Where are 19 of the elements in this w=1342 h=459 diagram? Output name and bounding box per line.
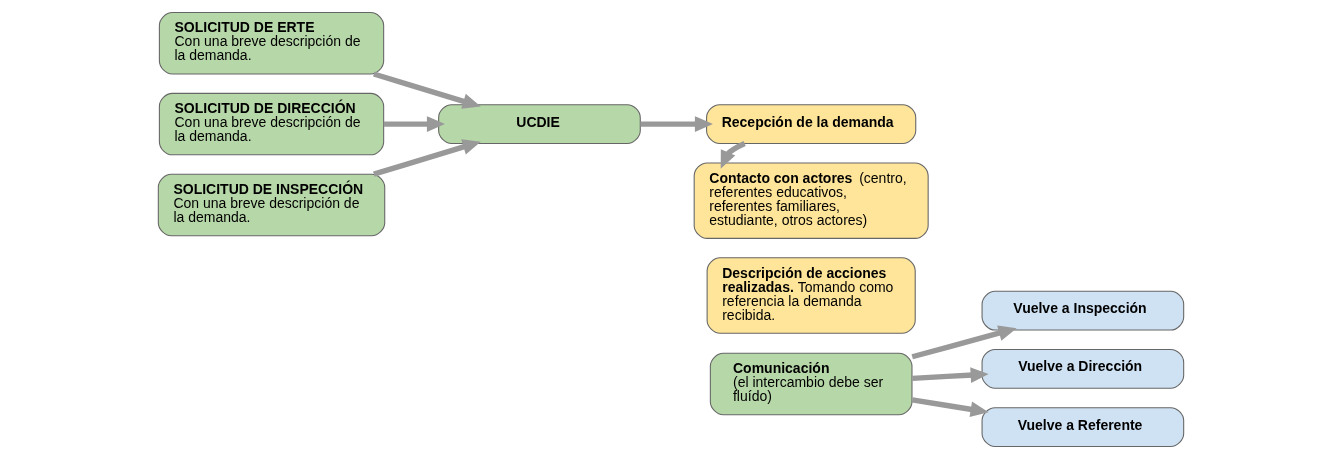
arrow <box>640 116 713 132</box>
arrow <box>383 116 445 132</box>
node-box: SOLICITUD DE DIRECCIÓN Con una breve descripción de la demanda. <box>158 92 385 156</box>
node-box: SOLICITUD DE INSPECCIÓN Con una breve descripción de la demanda. <box>157 173 386 237</box>
node-box: Vuelve a Dirección <box>981 348 1185 389</box>
node-box: SOLICITUD DE ERTE Con una breve descripción de la demanda. <box>158 11 385 75</box>
node-box: Vuelve a Inspección <box>981 290 1185 331</box>
node-box: Contacto con actores (centro, referentes educativos, referentes familiares, estudiante, otros actores) <box>693 162 929 239</box>
node-box: UCDIE <box>438 104 641 145</box>
node-box: Comunicación (el intercambio debe ser fluído) <box>709 352 913 416</box>
arrow <box>373 139 481 177</box>
arrow <box>911 397 989 418</box>
arrow <box>720 141 746 169</box>
arrow <box>912 367 989 383</box>
node-box: Vuelve a Referente <box>981 407 1185 448</box>
arrow <box>911 325 1017 360</box>
node-box: Recepción de la demanda <box>706 104 917 145</box>
arrow <box>373 71 481 109</box>
node-box: Descripción de acciones realizadas. Tomando como referencia la demanda recibida. <box>706 257 916 334</box>
